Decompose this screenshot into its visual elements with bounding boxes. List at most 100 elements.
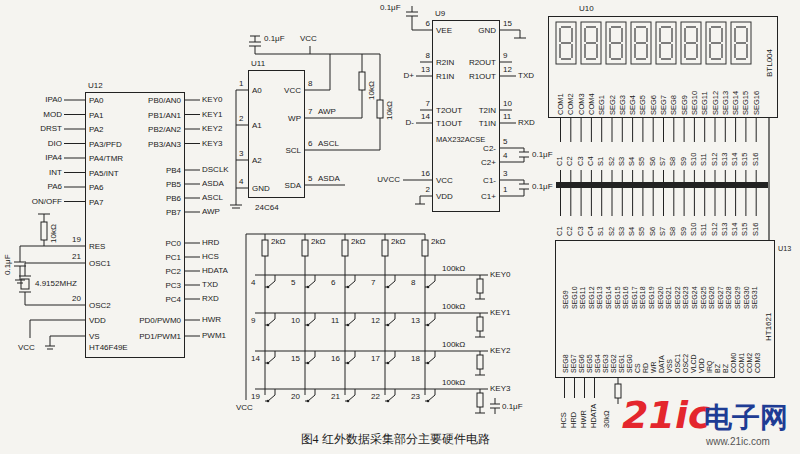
switch-number: 18 xyxy=(411,354,420,364)
pin-number: 16 xyxy=(421,169,430,179)
net-label: KEY0 xyxy=(202,95,222,105)
pin-name: R2IN xyxy=(436,58,454,68)
resistor-value: 10kΩ xyxy=(385,101,394,120)
pin-name: COM0 xyxy=(730,353,738,373)
key-switch xyxy=(385,389,395,402)
key-switch xyxy=(265,275,275,288)
pin-name: SEG31 xyxy=(751,286,759,309)
pin-name: PA1 xyxy=(89,111,104,121)
pin-name: SEG15 xyxy=(614,286,622,309)
pin-name: T1IN xyxy=(479,119,496,129)
pin-number: 13 xyxy=(421,65,430,75)
resistor-symbol xyxy=(359,72,365,90)
pin-name: SEG4 xyxy=(594,354,602,373)
pin-name: SEG5 xyxy=(639,95,648,115)
pin-name: VEE xyxy=(436,26,452,36)
pin-name: R2OUT xyxy=(469,58,496,68)
keyboard-matrix-wire xyxy=(246,234,488,400)
bus-net-label: C1 xyxy=(556,156,565,166)
pin-name: PC0 xyxy=(165,239,181,249)
key-switch xyxy=(265,351,275,364)
net-label: IPA4 xyxy=(45,153,62,163)
bus-net-label: S7 xyxy=(659,157,668,166)
net-label: KEY1 xyxy=(202,110,222,120)
bus-net-label: S2 xyxy=(608,227,617,236)
pin-name: SEG12 xyxy=(712,91,721,115)
pin-name: PC1 xyxy=(165,253,181,263)
switch-number: 9 xyxy=(251,316,255,326)
bus-net-label: S2 xyxy=(608,157,617,166)
bus-net-label: S13 xyxy=(721,223,730,236)
pin-name: SEG18 xyxy=(639,286,647,309)
net-label: TXD xyxy=(202,280,218,290)
lcd-display: U10BTL004COM1COM2COM3COM4SEG1SEG2SEG3SEG… xyxy=(548,16,778,118)
pin-name: OSC1 xyxy=(674,354,682,373)
bus-wire xyxy=(561,118,757,216)
net-label: HRD xyxy=(202,238,219,248)
pin-name: VDD xyxy=(698,358,706,373)
pin-name: SEG2 xyxy=(610,354,618,373)
pin-name: SEG7 xyxy=(660,95,669,115)
switch-number: 17 xyxy=(371,354,380,364)
pin-name: PA5/INT xyxy=(89,169,119,179)
pin-number: 12 xyxy=(503,65,512,75)
pin-name: SEG3 xyxy=(619,95,628,115)
watermark: 电子网 xyxy=(704,404,788,432)
part-number: BTL004 xyxy=(765,49,774,77)
pin-number: 8 xyxy=(308,79,312,89)
pin-name: COM1 xyxy=(557,93,566,115)
net-label: KEY0 xyxy=(490,270,510,280)
pin-name: SEG0 xyxy=(626,354,634,373)
resistor-value: 2kΩ xyxy=(271,237,285,247)
pin-name: WP xyxy=(288,114,301,124)
net-label: HCS xyxy=(560,412,569,428)
net-label: ASDA xyxy=(318,174,340,184)
part-number: HT46F49E xyxy=(89,343,128,353)
switch-number: 5 xyxy=(291,278,295,288)
net-label: HDATA xyxy=(590,404,599,428)
bus-net-label: S3 xyxy=(618,227,627,236)
resistor-symbol xyxy=(422,240,428,256)
switch-number: 13 xyxy=(411,316,420,326)
lcd-digit xyxy=(656,22,676,64)
pin-name: PD0/PWM0 xyxy=(139,316,181,326)
pin-name: VLCD xyxy=(690,354,698,373)
pin-name: SEG7 xyxy=(570,354,578,373)
watermark: www.21ic.com xyxy=(706,436,770,448)
net-label: HCS xyxy=(202,252,219,262)
pin-name: PB7 xyxy=(166,208,181,218)
pin-number: 5 xyxy=(503,137,507,147)
net-label: PWM1 xyxy=(202,331,226,341)
pin-name: OSC2 xyxy=(89,301,111,311)
bus-net-label: S15 xyxy=(741,153,750,166)
pin-number: 11 xyxy=(503,112,511,122)
bus-net-label: S7 xyxy=(659,227,668,236)
pin-number: 9 xyxy=(503,51,507,61)
bus-net-label: S12 xyxy=(711,223,720,236)
capacitor-value: 0.1μF xyxy=(380,3,401,13)
pin-name: PB5 xyxy=(166,180,181,190)
resistor-symbol xyxy=(342,240,348,256)
pin-name: SEG1 xyxy=(618,354,626,373)
net-label: ASCL xyxy=(318,139,339,149)
figure-caption: 图4 红外数据采集部分主要硬件电路 xyxy=(301,432,490,446)
bus-net-label: S1 xyxy=(597,227,606,236)
pin-name: DATA xyxy=(658,355,666,373)
switch-number: 20 xyxy=(291,392,300,402)
key-switch xyxy=(425,275,435,288)
part-designator: U9 xyxy=(435,9,445,19)
resistor-symbol xyxy=(615,384,621,398)
pin-number: 7 xyxy=(308,107,312,117)
key-switch xyxy=(385,351,395,364)
pin-name: OSC1 xyxy=(89,259,111,269)
net-label: D+ xyxy=(404,71,414,81)
switch-number: 12 xyxy=(371,316,380,326)
net-label: KEY3 xyxy=(490,384,510,394)
pin-name: SEG13 xyxy=(722,91,731,115)
power-wire xyxy=(30,320,85,349)
net-label: IPA0 xyxy=(45,95,62,105)
resistor-value: 100kΩ xyxy=(442,264,465,274)
key-switch xyxy=(425,351,435,364)
pin-name: PB0/AN0 xyxy=(148,96,181,106)
pin-name: VSS xyxy=(666,359,674,373)
